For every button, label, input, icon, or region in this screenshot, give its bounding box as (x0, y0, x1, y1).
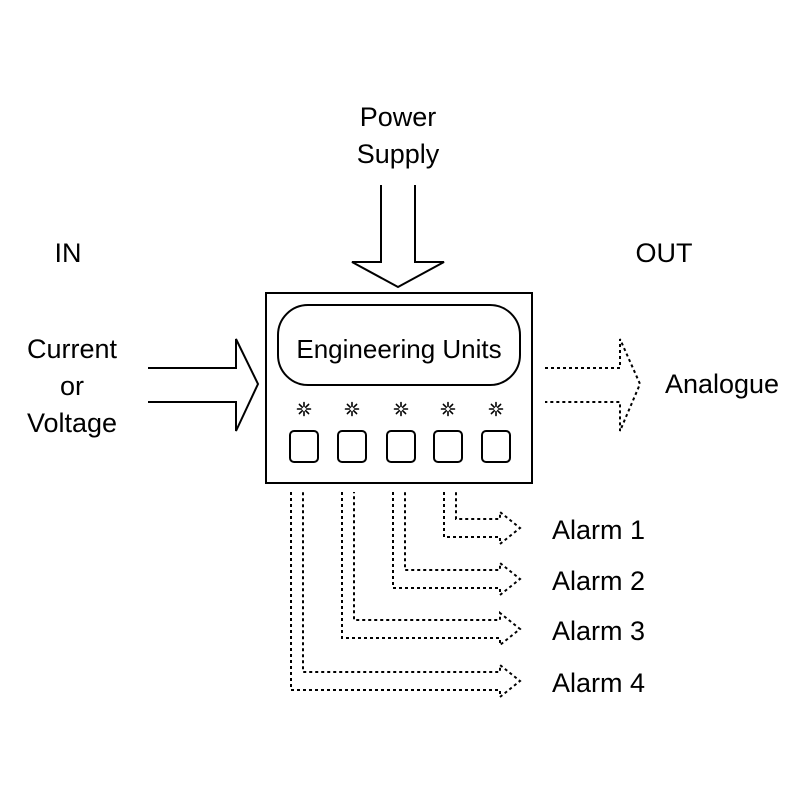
alarm-arrow-1 (443, 492, 522, 547)
power-label-line1: Power (360, 102, 437, 132)
alarm-label-1: Alarm 1 (552, 515, 645, 545)
alarm-arrow-2 (392, 492, 522, 598)
alarm-label-3: Alarm 3 (552, 616, 645, 646)
out-heading: OUT (636, 238, 693, 268)
led-row (296, 401, 504, 417)
panel-button-4 (433, 430, 463, 463)
in-heading: IN (55, 238, 82, 268)
output-arrow (545, 338, 642, 432)
power-label-line2: Supply (357, 139, 440, 169)
display-text: Engineering Units (296, 334, 501, 364)
display-window (277, 304, 521, 386)
input-label-line2: or (60, 371, 84, 401)
status-led-3 (393, 401, 409, 417)
input-arrow (148, 338, 260, 432)
status-led-1 (296, 401, 312, 417)
status-led-4 (440, 401, 456, 417)
alarm-label-4: Alarm 4 (552, 668, 645, 698)
output-label: Analogue (665, 369, 779, 399)
panel-button-2 (337, 430, 367, 463)
panel-button-3 (386, 430, 416, 463)
alarm-arrow-3 (341, 492, 522, 648)
alarm-label-2: Alarm 2 (552, 566, 645, 596)
meter-box (265, 292, 533, 484)
panel-button-5 (481, 430, 511, 463)
status-led-5 (488, 401, 504, 417)
status-led-2 (344, 401, 360, 417)
alarm-arrow-4 (290, 492, 522, 700)
input-label-line1: Current (27, 334, 118, 364)
input-label-line3: Voltage (27, 408, 117, 438)
power-arrow (351, 185, 445, 289)
panel-button-1 (289, 430, 319, 463)
